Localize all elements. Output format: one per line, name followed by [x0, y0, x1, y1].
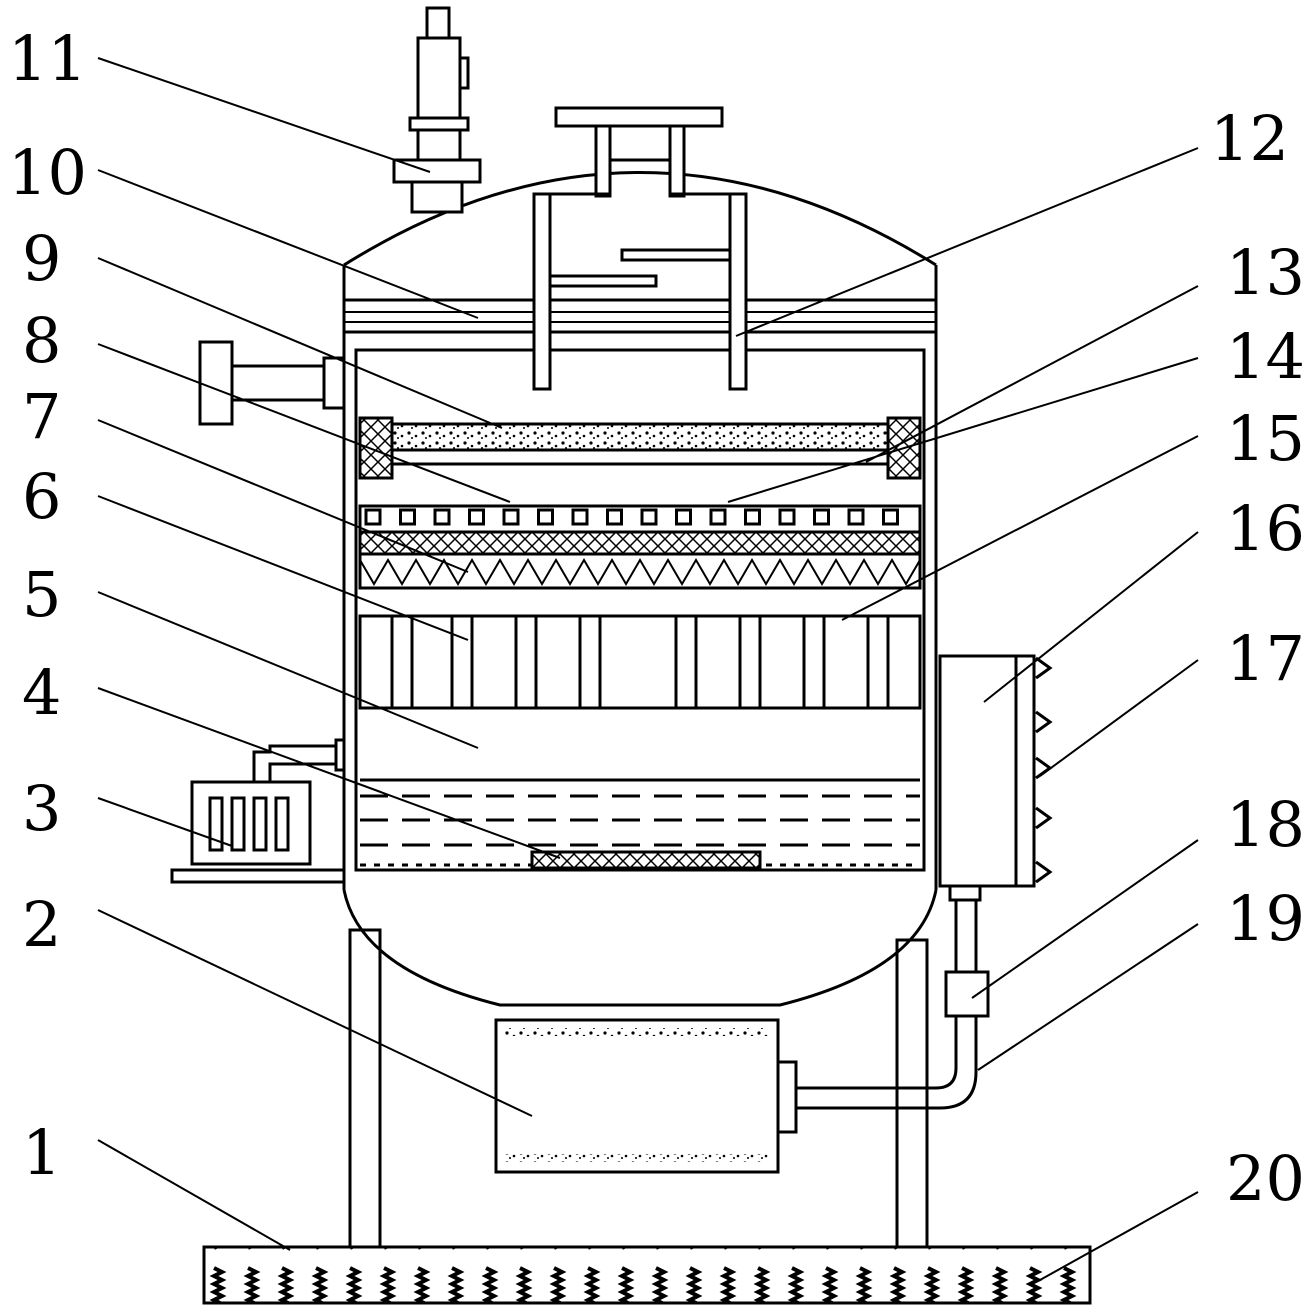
label-7: 7 — [22, 380, 61, 453]
label-11: 11 — [8, 22, 87, 95]
label-13: 13 — [1226, 236, 1305, 309]
inlet-pipe — [532, 106, 748, 391]
label-18: 18 — [1226, 788, 1305, 861]
label-4: 4 — [22, 656, 61, 729]
label-2: 2 — [22, 888, 61, 961]
filter-tube — [578, 614, 602, 710]
nozzle — [675, 508, 692, 526]
label-12: 12 — [1210, 102, 1289, 175]
collector-box — [494, 1018, 798, 1174]
nozzle — [606, 508, 623, 526]
control-knob — [1035, 860, 1053, 884]
nozzle — [468, 508, 485, 526]
label-10: 10 — [8, 136, 87, 209]
nozzle-plate — [358, 504, 922, 534]
label-17: 17 — [1226, 622, 1305, 695]
side-outlet-flange — [198, 340, 346, 426]
nozzle — [399, 508, 416, 526]
control-box — [938, 654, 1053, 888]
filter-tube — [450, 614, 474, 710]
control-knob — [1035, 656, 1053, 680]
filter-tube — [390, 614, 414, 710]
control-knob — [1035, 710, 1053, 734]
filter-tube — [802, 614, 826, 710]
nozzle — [847, 508, 865, 526]
filter-tubes — [358, 614, 922, 710]
nozzle — [433, 508, 451, 526]
nozzle — [571, 508, 589, 526]
pump — [170, 738, 346, 884]
label-19: 19 — [1226, 882, 1305, 955]
nozzle — [640, 508, 658, 526]
nozzle — [882, 508, 899, 526]
label-14: 14 — [1226, 320, 1305, 393]
filter-tube — [674, 614, 698, 710]
return-pipe — [796, 884, 990, 1110]
label-1: 1 — [22, 1116, 61, 1189]
nozzle — [744, 508, 761, 526]
nozzle — [537, 508, 554, 526]
water-region — [360, 778, 920, 870]
label-6: 6 — [22, 460, 61, 533]
safety-valve — [392, 6, 482, 214]
label-5: 5 — [22, 558, 61, 631]
nozzle — [778, 508, 796, 526]
base-plate — [202, 1245, 1092, 1305]
control-knob — [1035, 806, 1053, 830]
part-labels: 11 10 9 8 7 6 5 4 3 2 1 12 13 14 15 16 1… — [8, 22, 1305, 1215]
leader-lines — [97, 57, 1199, 1281]
label-8: 8 — [22, 304, 61, 377]
label-9: 9 — [22, 222, 61, 295]
tank-body — [342, 171, 938, 1007]
nozzle — [364, 508, 382, 526]
nozzle — [502, 508, 520, 526]
sand-layer — [358, 416, 922, 480]
label-16: 16 — [1226, 492, 1305, 565]
filter-tube — [866, 614, 890, 710]
label-3: 3 — [22, 772, 61, 845]
label-15: 15 — [1226, 402, 1305, 475]
nozzle — [813, 508, 830, 526]
mesh-layer — [358, 530, 922, 590]
filter-tube — [514, 614, 538, 710]
nozzle — [709, 508, 727, 526]
filter-tube — [738, 614, 762, 710]
label-20: 20 — [1226, 1142, 1305, 1215]
